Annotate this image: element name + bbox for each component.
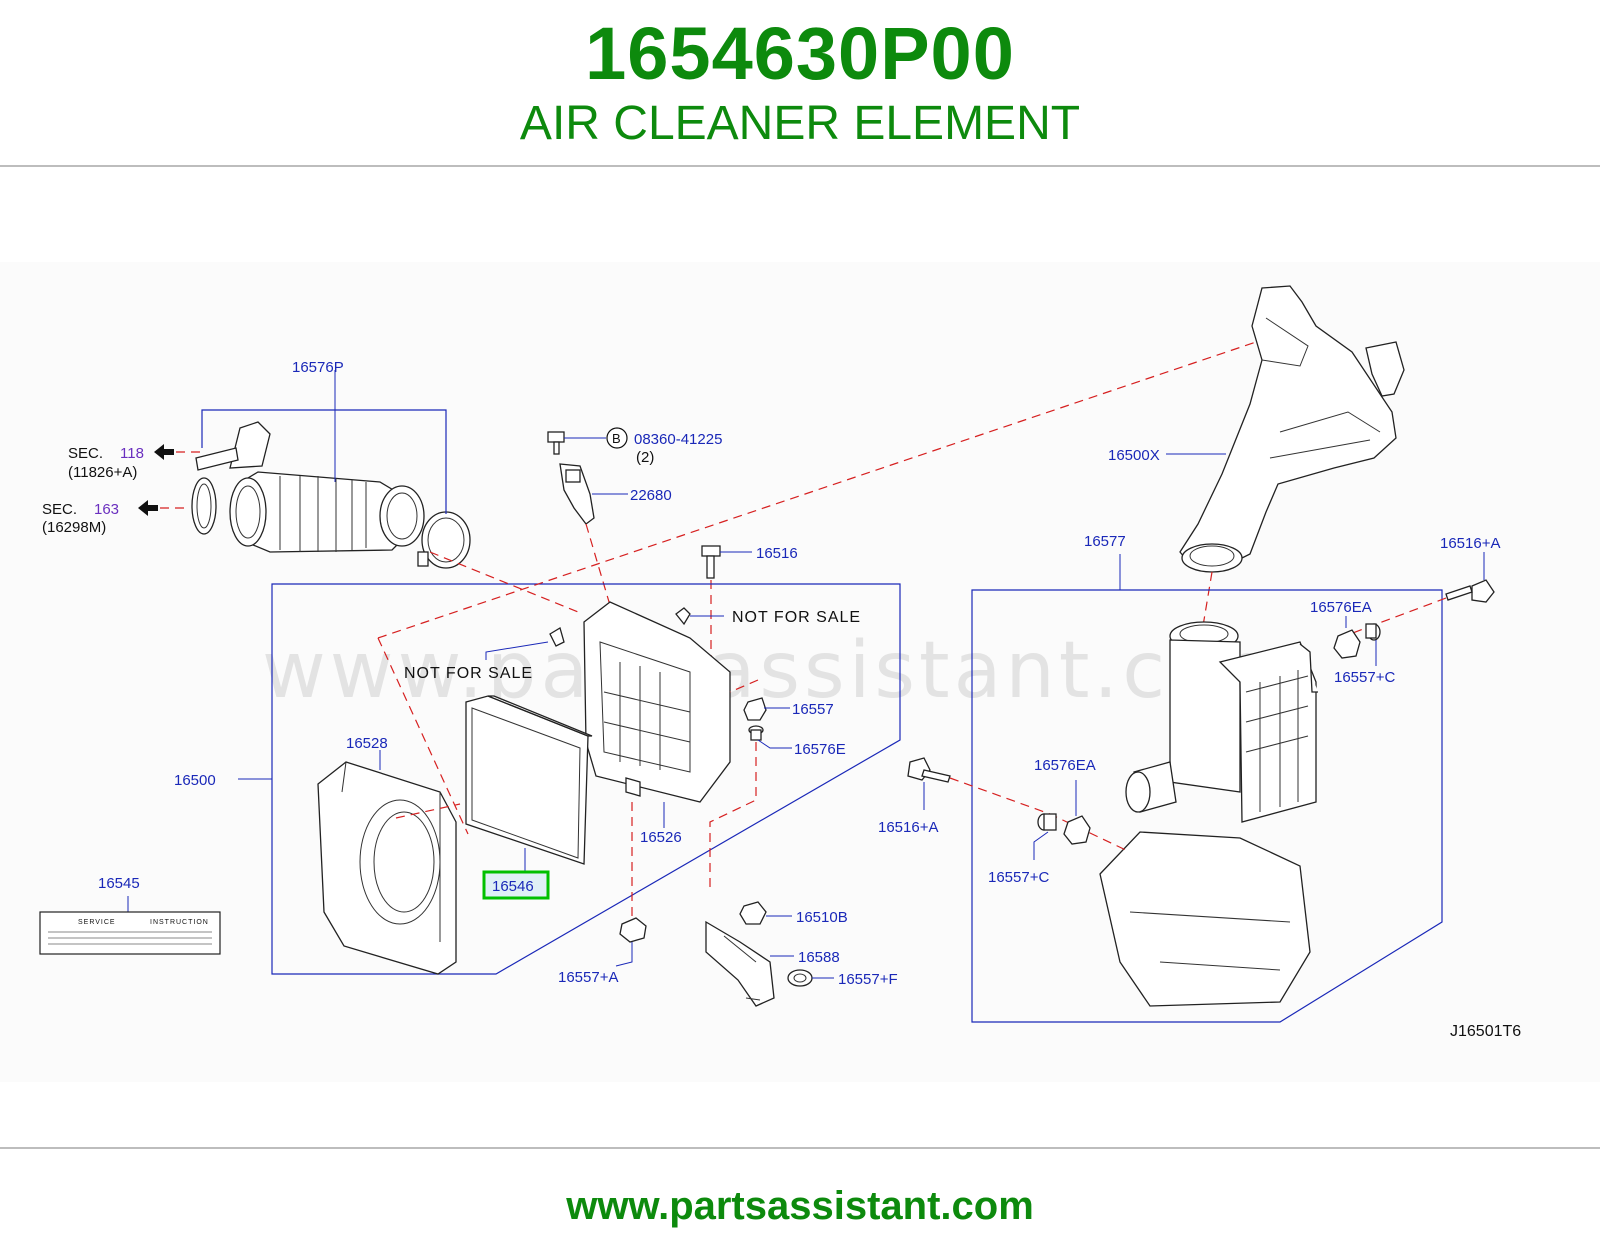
callout-b-circle bbox=[606, 427, 628, 449]
grommet-16557-f[interactable] bbox=[787, 969, 813, 987]
label-16545[interactable]: 16545 bbox=[98, 875, 140, 892]
label-16516-a-upper[interactable]: 16516+A bbox=[1440, 535, 1500, 552]
label-16546[interactable]: 16546 bbox=[492, 878, 534, 895]
nut-16510b[interactable] bbox=[739, 901, 767, 925]
label-not-for-sale-upper: NOT FOR SALE bbox=[732, 609, 861, 626]
part-name-subtitle: AIR CLEANER ELEMENT bbox=[519, 97, 1081, 150]
label-22680[interactable]: 22680 bbox=[630, 487, 672, 504]
label-16557-a[interactable]: 16557+A bbox=[558, 969, 618, 986]
label-16500x[interactable]: 16500X bbox=[1108, 447, 1160, 464]
bolt-08360-41225[interactable] bbox=[547, 431, 565, 455]
clip-not-for-sale-lower bbox=[549, 627, 565, 647]
label-16588[interactable]: 16588 bbox=[798, 949, 840, 966]
resonator-assembly-16577[interactable] bbox=[1099, 621, 1318, 1007]
label-sec-163-ref: (16298M) bbox=[42, 519, 106, 536]
label-08360-qty: (2) bbox=[636, 449, 654, 466]
callout-b-letter: B bbox=[612, 431, 621, 446]
bolt-16516-a-lower[interactable] bbox=[907, 757, 951, 783]
grommet-16576ea-lower[interactable] bbox=[1063, 815, 1091, 845]
label-16516[interactable]: 16516 bbox=[756, 545, 798, 562]
label-sec-118[interactable]: 118 bbox=[120, 445, 144, 462]
clip-not-for-sale-upper bbox=[675, 607, 691, 626]
label-sec-118-ref: (11826+A) bbox=[68, 464, 137, 481]
highlight-box-16546[interactable] bbox=[482, 870, 550, 900]
label-16576ea-upper[interactable]: 16576EA bbox=[1310, 599, 1372, 616]
watermark-text: www.partsassistant.com bbox=[262, 626, 1301, 716]
label-16576e[interactable]: 16576E bbox=[794, 741, 846, 758]
header-divider bbox=[0, 165, 1600, 167]
label-16526[interactable]: 16526 bbox=[640, 829, 682, 846]
collar-16576e[interactable] bbox=[748, 725, 764, 741]
air-cleaner-cover-16528[interactable] bbox=[317, 761, 457, 975]
bolt-16516-a-upper[interactable] bbox=[1445, 579, 1495, 603]
service-text: SERVICE bbox=[78, 919, 116, 926]
grommet-16557[interactable] bbox=[743, 697, 767, 721]
label-08360-41225[interactable]: 08360-41225 bbox=[634, 431, 722, 448]
instruction-text: INSTRUCTION bbox=[150, 919, 209, 926]
label-16577[interactable]: 16577 bbox=[1084, 533, 1126, 550]
bracket-16588[interactable] bbox=[705, 920, 775, 1007]
assembly-16577-bracket bbox=[971, 589, 1443, 1023]
assembly-16500-bracket bbox=[271, 583, 901, 975]
label-sec-1: SEC. bbox=[68, 445, 103, 462]
parts-diagram: www.partsassistant.com 16576P SEC. 118 (… bbox=[0, 262, 1600, 1082]
arrow-left-icon bbox=[138, 500, 158, 516]
label-not-for-sale-lower: NOT FOR SALE bbox=[404, 665, 533, 682]
exploded-view-svg: www.partsassistant.com 16576P SEC. 118 (… bbox=[39, 285, 1521, 1040]
label-16576p[interactable]: 16576P bbox=[292, 359, 344, 376]
label-sec-163[interactable]: 163 bbox=[94, 501, 119, 518]
label-16510b[interactable]: 16510B bbox=[796, 909, 848, 926]
grommet-16557-a[interactable] bbox=[619, 917, 647, 943]
intake-hose-16576p[interactable] bbox=[191, 421, 471, 569]
label-16516-a-lower[interactable]: 16516+A bbox=[878, 819, 938, 836]
air-flow-sensor-22680[interactable] bbox=[559, 463, 595, 525]
label-16500[interactable]: 16500 bbox=[174, 772, 216, 789]
label-16557[interactable]: 16557 bbox=[792, 701, 834, 718]
service-instruction-label-16545[interactable]: SERVICE INSTRUCTION bbox=[39, 911, 221, 955]
page-header: 1654630P00 AIR CLEANER ELEMENT bbox=[0, 0, 1600, 170]
label-16528[interactable]: 16528 bbox=[346, 735, 388, 752]
arrow-left-icon bbox=[154, 444, 174, 460]
diagram-code: J16501T6 bbox=[1450, 1023, 1521, 1040]
part-number-title: 1654630P00 bbox=[585, 12, 1015, 95]
air-duct-16500x[interactable] bbox=[1179, 285, 1405, 573]
label-16576ea-lower[interactable]: 16576EA bbox=[1034, 757, 1096, 774]
footer-divider bbox=[0, 1147, 1600, 1149]
label-16557-c-upper[interactable]: 16557+C bbox=[1334, 669, 1395, 686]
collar-16557-c-upper[interactable] bbox=[1365, 623, 1381, 641]
label-sec-2: SEC. bbox=[42, 501, 77, 518]
air-cleaner-lower-case-16526[interactable] bbox=[583, 601, 731, 803]
grommet-16576ea-upper[interactable] bbox=[1333, 629, 1361, 659]
label-16557-f[interactable]: 16557+F bbox=[838, 971, 898, 988]
label-16557-c-lower[interactable]: 16557+C bbox=[988, 869, 1049, 886]
air-cleaner-element-16546[interactable] bbox=[465, 695, 593, 865]
footer-website-link[interactable]: www.partsassistant.com bbox=[566, 1184, 1034, 1228]
bolt-16516[interactable] bbox=[701, 545, 721, 579]
collar-16557-c-lower[interactable] bbox=[1037, 813, 1057, 831]
